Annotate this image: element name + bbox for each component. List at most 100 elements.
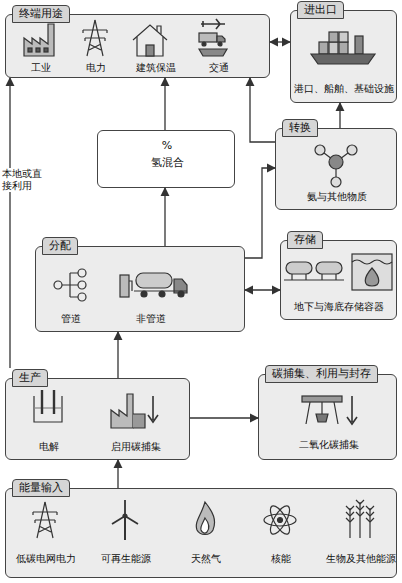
- wheat-icon: [346, 500, 374, 538]
- node-label: 电解: [24, 441, 74, 453]
- transport-icon: [218, 42, 222, 46]
- truck-icon: [120, 273, 187, 297]
- truck-icon: [159, 291, 165, 297]
- pipeline-icon: [78, 281, 86, 289]
- connector: [117, 332, 118, 378]
- edge-label: 本地或直接利用: [2, 168, 44, 192]
- ccs-icon: [306, 402, 338, 424]
- connector: [245, 289, 280, 290]
- molecule-icon: [315, 145, 357, 187]
- connector: [164, 78, 165, 130]
- wind-turbine-icon: [123, 514, 127, 518]
- group-box: 存储地下与海底存储容器: [280, 240, 397, 320]
- atom-icon: [267, 503, 293, 537]
- capture-factory-icon: [133, 414, 145, 428]
- ship-icon: [319, 42, 328, 54]
- molecule-icon: [315, 145, 325, 155]
- group-box: 生产电解启用碳捕集: [5, 378, 190, 460]
- molecule-icon: [329, 155, 343, 169]
- transport-icon: [199, 33, 217, 42]
- molecule-icon: [320, 150, 352, 182]
- wheat-icon: [350, 502, 370, 538]
- pipeline-icon: [54, 281, 62, 289]
- factory-icon: [24, 24, 54, 56]
- storage-icon: [352, 260, 392, 264]
- factory-icon: [28, 48, 32, 52]
- truck-icon: [120, 275, 129, 297]
- ship-icon: [339, 42, 348, 54]
- atom-icon: [264, 514, 296, 526]
- node-label: %: [137, 139, 197, 152]
- truck-icon: [141, 291, 147, 297]
- node-label: 可再生能源: [89, 553, 163, 565]
- truck-icon: [174, 279, 187, 293]
- pipeline-icon: [62, 273, 78, 297]
- truck-icon: [136, 273, 172, 288]
- storage-icon: [284, 274, 344, 280]
- node-label: 低碳电网电力: [9, 553, 83, 565]
- ship-icon: [355, 36, 363, 54]
- connector: [270, 41, 290, 42]
- wind-turbine-icon: [124, 516, 126, 540]
- transport-icon: [217, 36, 225, 42]
- node-label: 非管道: [121, 313, 181, 325]
- capture-factory-icon: [111, 394, 133, 428]
- node-label: 电力: [76, 62, 116, 74]
- wheat-icon: [346, 506, 354, 522]
- transport-icon: [199, 49, 227, 56]
- group-box: 转换氨与其他物质: [275, 128, 397, 210]
- atom-icon: [278, 518, 283, 523]
- node-label: 氨与其他物质: [282, 191, 392, 203]
- factory-icon: [24, 24, 54, 56]
- connector-group: [10, 42, 340, 488]
- house-icon: [157, 26, 161, 34]
- node-label: 港口、船舶、基础设施: [292, 83, 396, 95]
- node-label: 二氧化碳捕集: [274, 439, 384, 451]
- connector: [245, 168, 275, 258]
- node-label: 交通: [199, 62, 239, 74]
- node-label: 启用碳捕集: [96, 441, 176, 453]
- electrolysis-icon: [34, 390, 62, 422]
- group-header: 进出口: [297, 1, 344, 19]
- transport-icon: [202, 42, 206, 46]
- connector: [9, 78, 10, 368]
- electrolysis-icon: [34, 407, 62, 408]
- transport-icon: [199, 19, 227, 56]
- wheat-icon: [356, 500, 364, 516]
- group-header: 生产: [12, 369, 48, 387]
- ccs-icon: [302, 396, 357, 424]
- ccs-icon: [302, 396, 342, 402]
- storage-icon: [316, 262, 342, 274]
- group-box: 分配管道非管道: [35, 246, 245, 332]
- pipeline-icon: [54, 269, 86, 301]
- transport-icon: [201, 19, 225, 29]
- factory-icon: [44, 48, 48, 52]
- ccs-icon: [316, 414, 328, 422]
- factory-icon: [36, 48, 40, 52]
- storage-icon: [352, 254, 392, 290]
- node-label: 核能: [256, 553, 306, 565]
- node-label: 建筑保温: [128, 62, 184, 74]
- node-label: 生物及其他能源: [321, 553, 401, 565]
- grid-pylon-icon: [33, 502, 57, 538]
- ship-icon: [311, 54, 375, 64]
- connector: [117, 460, 118, 488]
- node-label: 地下与海底存储容器: [283, 301, 395, 313]
- house-icon: [133, 25, 167, 40]
- wind-turbine-icon: [112, 500, 138, 540]
- group-header: 能量输入: [12, 479, 70, 497]
- group-box: 进出口港口、船舶、基础设施: [290, 10, 397, 103]
- electrolysis-icon: [34, 396, 62, 422]
- flame-icon: [196, 502, 214, 535]
- capture-factory-icon: [148, 396, 158, 422]
- atom-icon: [264, 503, 296, 537]
- house-icon: [133, 25, 167, 56]
- molecule-icon: [331, 177, 341, 187]
- node-label: 氢混合: [127, 156, 207, 169]
- pipeline-icon: [78, 269, 86, 277]
- electrolysis-icon: [42, 390, 54, 414]
